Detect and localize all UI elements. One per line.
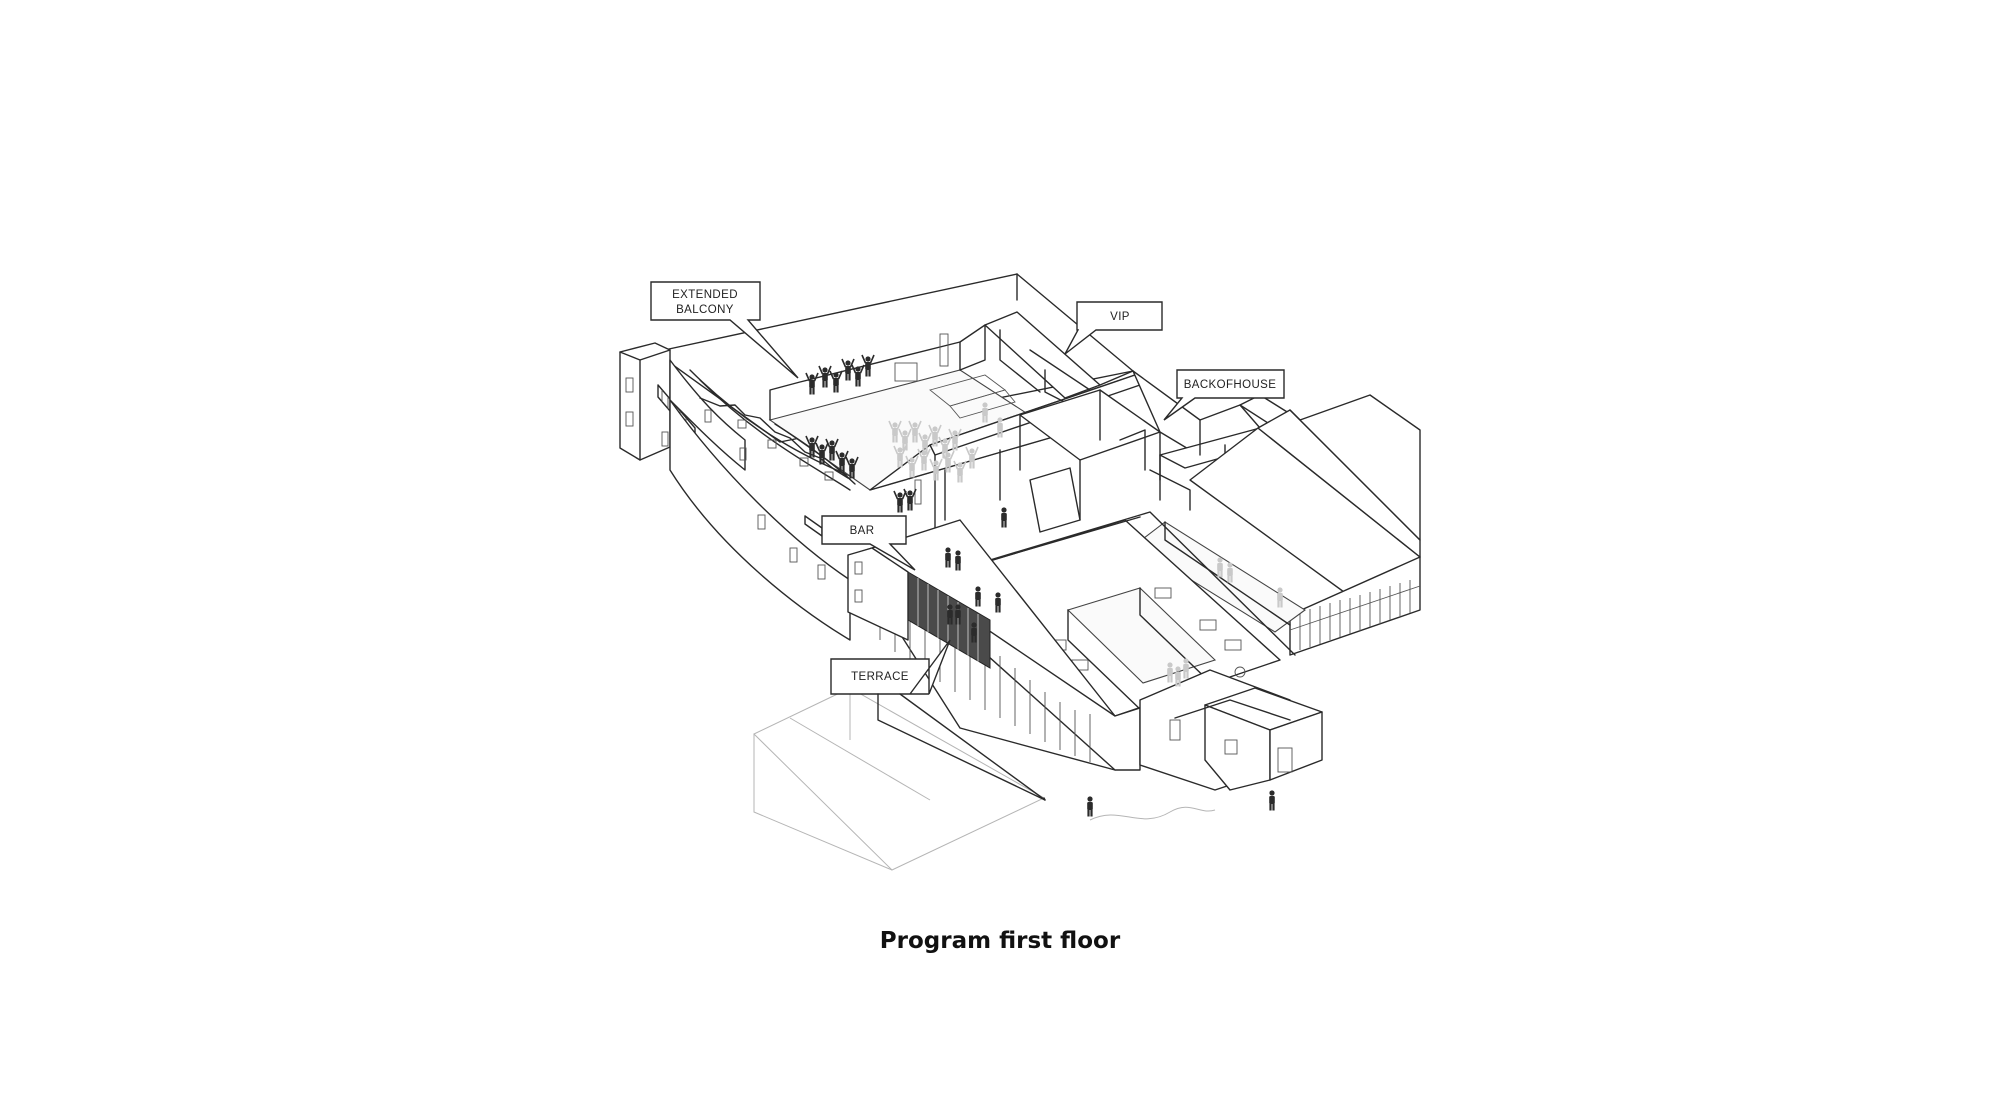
callout-backofhouse: BACKOFHOUSE	[1163, 369, 1285, 421]
callout-terrace-label: TERRACE	[851, 671, 909, 683]
building-shell	[619, 273, 1421, 791]
callout-vip-label: VIP	[1110, 311, 1130, 323]
callout-backofhouse-label: BACKOFHOUSE	[1184, 379, 1277, 391]
warehouse-cladding	[1289, 580, 1421, 650]
callout-bar: BAR	[821, 515, 916, 571]
callout-bar-label: BAR	[850, 525, 875, 537]
callout-extended-balcony: EXTENDED BALCONY	[650, 281, 799, 379]
callout-extended-balcony-line2: BALCONY	[676, 304, 734, 316]
callout-vip: VIP	[1064, 301, 1163, 355]
diagram-caption: Program first floor	[879, 928, 1121, 954]
callout-extended-balcony-line1: EXTENDED	[672, 289, 738, 301]
callout-terrace: TERRACE	[830, 639, 1046, 801]
